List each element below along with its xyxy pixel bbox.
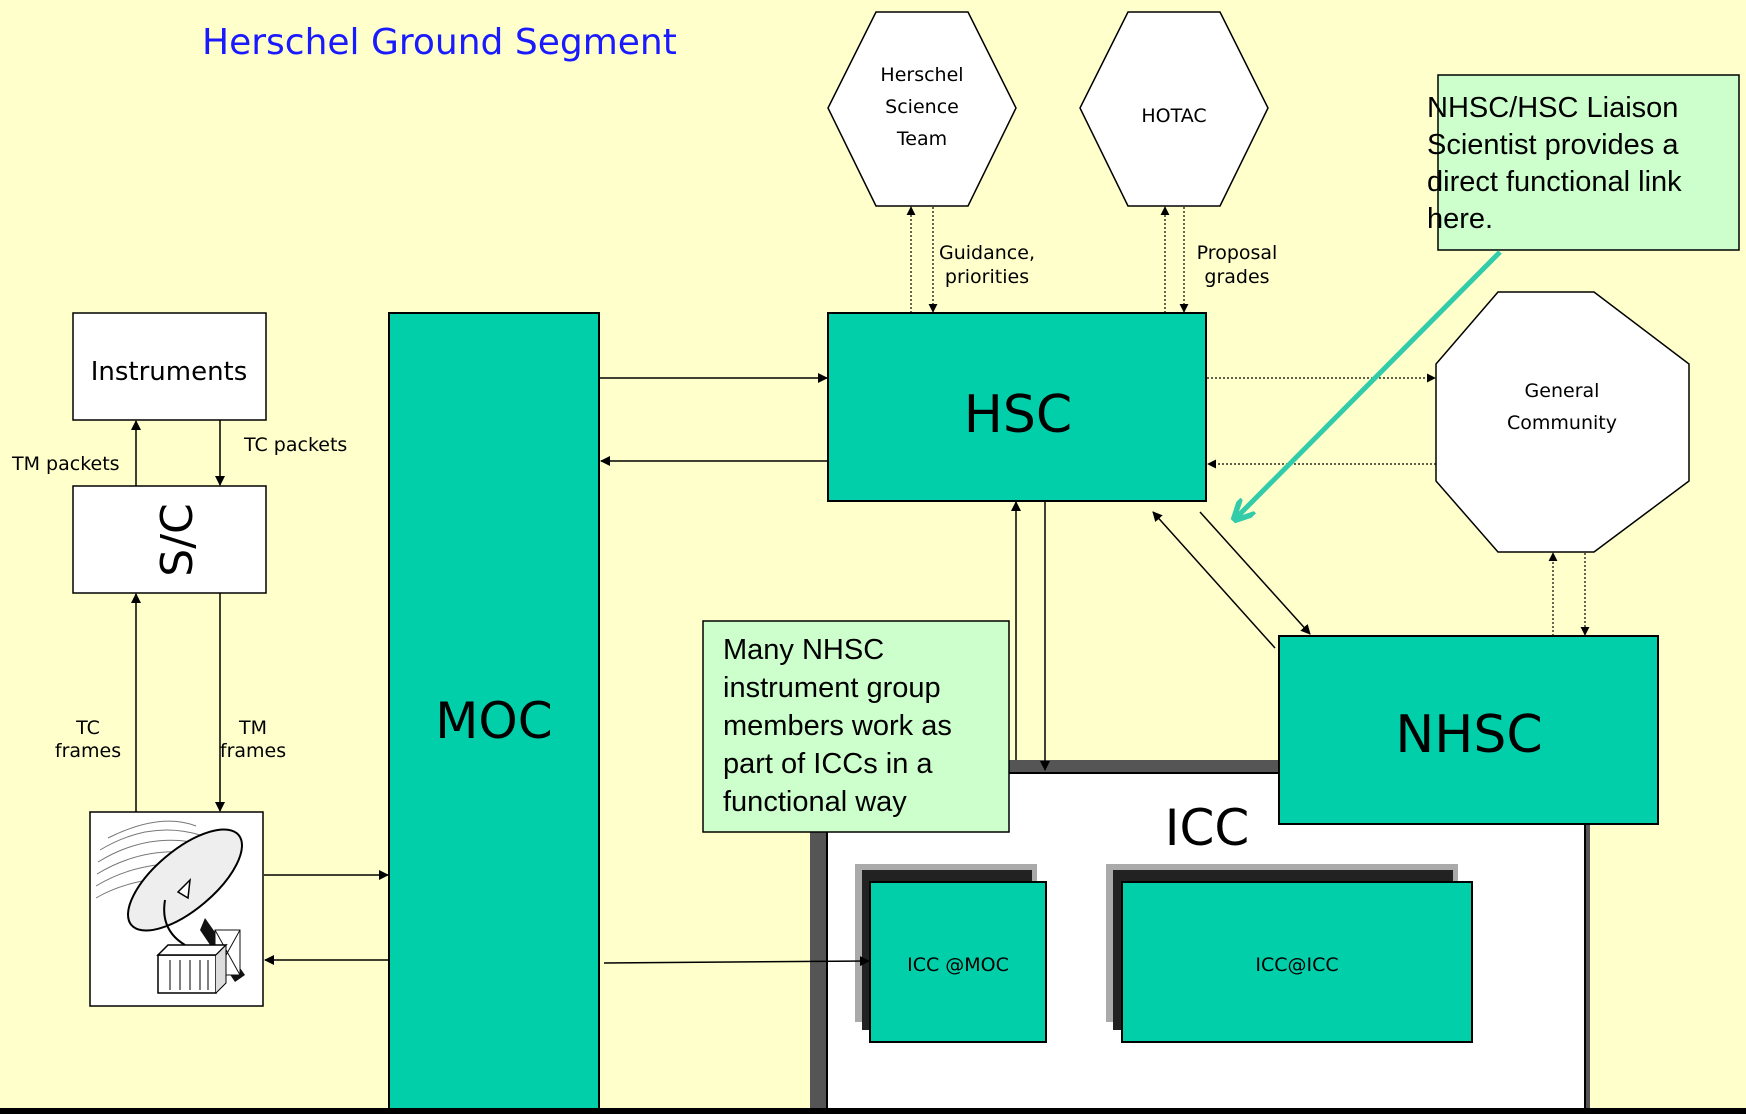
liaison-note-line-2: Scientist provides a <box>1427 129 1679 161</box>
tc-frames-line-1: TC <box>75 717 100 739</box>
hsc-to-nhsc-arrow <box>1199 511 1311 635</box>
science-team-line-2: Science <box>885 96 959 118</box>
icc-icc-box <box>1121 881 1473 1043</box>
community-line-1: General <box>1525 380 1600 402</box>
tm-frames-line-1: TM <box>238 717 267 739</box>
nhsc-members-line-5: functional way <box>723 786 907 818</box>
instruments-box <box>72 312 267 421</box>
community-line-2: Community <box>1507 412 1617 434</box>
proposal-line-2: grades <box>1204 266 1269 288</box>
bottom-border <box>0 1108 1746 1114</box>
hsc-label: HSC <box>964 385 1072 445</box>
satellite-dish-icon <box>89 811 264 1007</box>
liaison-callout-arrow <box>1236 250 1502 518</box>
icc-moc-label: ICC @MOC <box>907 954 1009 976</box>
science-team-line-3: Team <box>896 128 947 150</box>
proposal-line-1: Proposal <box>1197 242 1278 264</box>
nhsc-members-line-1: Many NHSC <box>723 634 884 666</box>
community-octagon <box>1435 291 1690 553</box>
liaison-note-line-4: here. <box>1427 203 1493 235</box>
nhsc-members-line-2: instrument group <box>723 672 941 704</box>
hotac-hexagon <box>1079 11 1269 207</box>
icc-moc-box <box>869 881 1047 1043</box>
tc-packets-label: TC packets <box>243 434 347 456</box>
science-team-line-1: Herschel <box>880 64 963 86</box>
diagram-title: Herschel Ground Segment <box>202 22 677 63</box>
tm-frames-line-2: frames <box>220 740 286 762</box>
instruments-label: Instruments <box>91 357 248 387</box>
guidance-line-1: Guidance, <box>939 242 1035 264</box>
moc-box <box>388 312 600 1114</box>
hsc-box <box>827 312 1207 502</box>
liaison-note-line-1: NHSC/HSC Liaison <box>1427 92 1678 124</box>
nhsc-to-hsc-arrow <box>1152 511 1276 649</box>
liaison-note <box>1437 74 1740 251</box>
icc-label: ICC <box>1165 799 1250 857</box>
icc-icc-label: ICC@ICC <box>1255 954 1338 976</box>
spacecraft-box <box>72 485 267 594</box>
liaison-note-line-3: direct functional link <box>1427 166 1682 198</box>
spacecraft-label: S/C <box>152 503 203 576</box>
moc-label: MOC <box>435 692 552 750</box>
nhsc-members-note <box>702 620 1010 833</box>
nhsc-members-line-3: members work as <box>723 710 952 742</box>
nhsc-label: NHSC <box>1395 705 1542 765</box>
guidance-line-2: priorities <box>945 266 1029 288</box>
nhsc-box <box>1278 635 1659 825</box>
tc-frames-line-2: frames <box>55 740 121 762</box>
science-team-hexagon <box>827 11 1017 207</box>
hotac-label: HOTAC <box>1141 105 1206 127</box>
moc-to-icc-moc-arrow <box>603 956 870 967</box>
tm-packets-label: TM packets <box>11 453 120 475</box>
nhsc-members-line-4: part of ICCs in a <box>723 748 933 780</box>
